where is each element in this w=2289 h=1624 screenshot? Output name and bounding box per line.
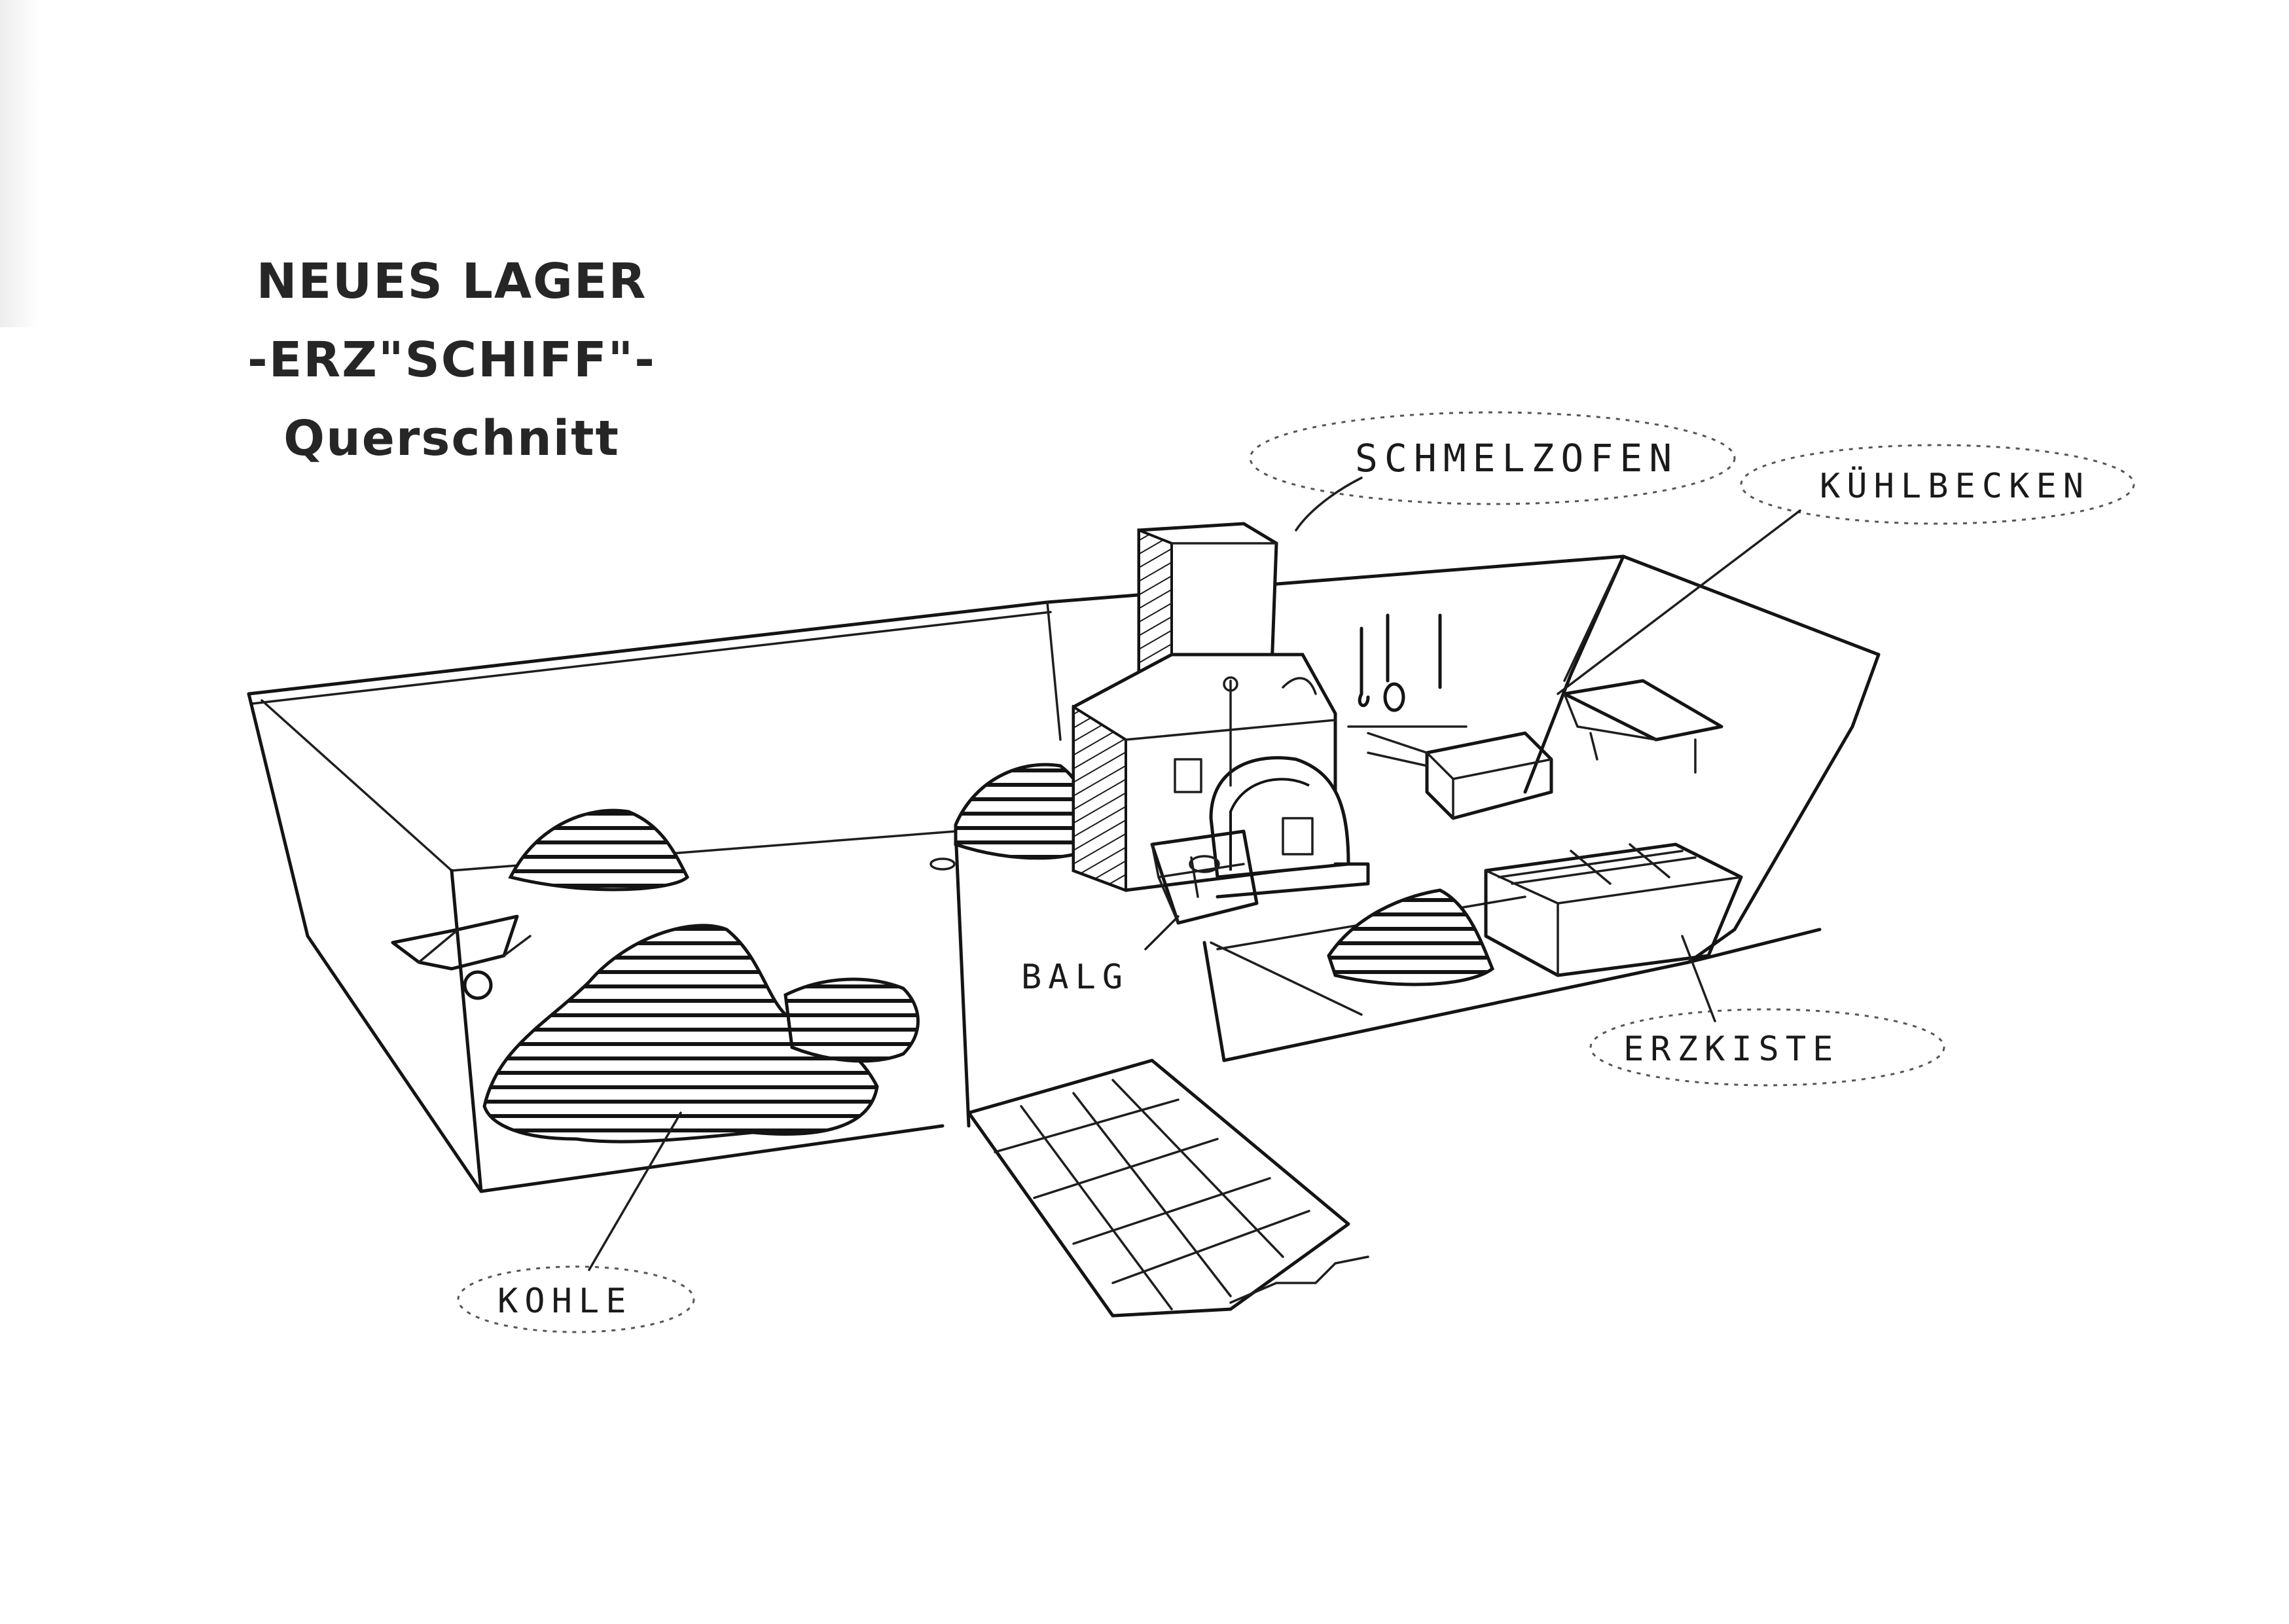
label-balg: BALG [1021, 916, 1178, 997]
hanging-tools [1348, 615, 1466, 727]
label-erzkiste: ERZKISTE [1591, 936, 1944, 1085]
label-balg-text: BALG [1021, 958, 1129, 997]
label-kohle-text: KOHLE [497, 1282, 633, 1321]
cooling-basin [1368, 733, 1551, 818]
work-table [1564, 681, 1721, 772]
label-erzkiste-text: ERZKISTE [1623, 1030, 1839, 1069]
label-schmelzofen-text: SCHMELZOFEN [1355, 436, 1678, 480]
gangway-ramp [969, 1060, 1368, 1316]
label-kuehlbecken-text: KÜHLBECKEN [1820, 466, 2090, 506]
label-schmelzofen: SCHMELZOFEN [1250, 412, 1735, 530]
label-kuehlbecken: KÜHLBECKEN [1558, 445, 2134, 694]
ore-crate [1486, 844, 1741, 975]
label-kohle: KOHLE [458, 1113, 694, 1332]
